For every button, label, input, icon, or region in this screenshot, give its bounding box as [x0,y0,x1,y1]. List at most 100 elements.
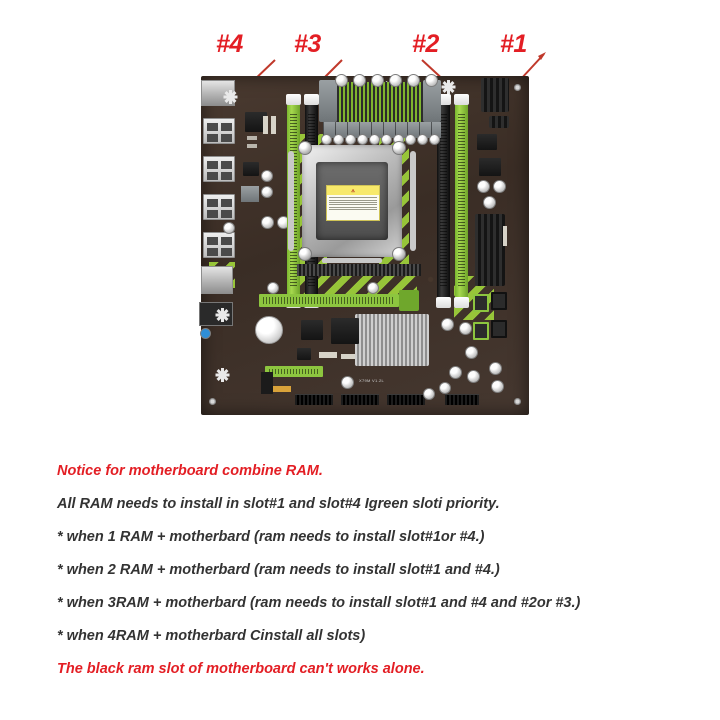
notice-line: The black ram slot of motherboard can't … [57,661,425,677]
atx-24pin-connector[interactable] [481,78,509,112]
usb-header[interactable] [341,394,379,405]
socket-lever-left[interactable] [288,151,294,251]
vrm-heatsink [337,82,423,122]
smd-array [341,354,355,359]
capacitor [477,180,490,193]
socket-warning-sticker: ⚠ [326,185,380,221]
ram-clip[interactable] [436,94,451,105]
io-usb-port [203,156,235,182]
smd-resistor [247,144,257,148]
capacitor [459,322,472,335]
choke [321,134,332,145]
audio-jack [200,328,211,339]
choke [417,134,428,145]
mount-hole [209,398,216,405]
front-panel-header[interactable] [295,394,333,405]
pin-header-row [297,264,421,276]
socket-screw [392,141,406,155]
capacitor [261,216,274,229]
capacitor [483,196,496,209]
smd-array [319,352,337,358]
ram-clip[interactable] [286,94,301,105]
smd-array [503,226,507,246]
choke [389,74,402,87]
choke [335,74,348,87]
socket-screw [392,247,406,261]
chipset-heatsink [355,314,429,366]
sata-port-black[interactable] [491,292,507,310]
ram-clip[interactable] [436,297,451,308]
callout-label-4: #4 [216,30,243,58]
choke [407,74,420,87]
sata-port-black[interactable] [491,320,507,338]
callout-label-2: #2 [412,30,439,58]
io-usb-port [203,194,235,220]
bios-chip [301,320,323,340]
choke [353,74,366,87]
socket-retention-bar [322,258,382,263]
capacitor [465,346,478,359]
choke [429,134,440,145]
choke [381,134,392,145]
smd-array [271,116,276,134]
io-usb-port [203,118,235,144]
callout-label-1: #1 [500,30,527,58]
socket-lever-right[interactable] [410,151,416,251]
capacitor [493,180,506,193]
choke [345,134,356,145]
notice-line: * when 1 RAM + motherbard (ram needs to … [57,529,485,545]
chipset-ic [331,318,359,344]
small-ic [243,162,259,176]
capacitor [341,376,354,389]
atx-aux-connector[interactable] [489,116,509,128]
fan-header-silk-icon [223,90,237,104]
notice-line: * when 3RAM + motherbard (ram needs to i… [57,595,581,611]
choke [357,134,368,145]
ram-clip[interactable] [304,94,319,105]
choke [371,74,384,87]
io-controller-chip [245,112,267,132]
capacitor [267,282,279,294]
cpu-socket-lga2011: ⚠ [288,141,416,263]
sata-port-green[interactable] [473,294,489,312]
usb-header[interactable] [387,394,425,405]
warning-triangle-icon: ⚠ [351,187,355,193]
capacitor [223,222,235,234]
sata-port-green[interactable] [473,322,489,340]
io-usb-port [203,232,235,258]
ram-clip[interactable] [454,297,469,308]
pcie-x1-slot[interactable] [265,366,323,377]
callout-arrow-1 [519,52,546,81]
notice-line: * when 4RAM + motherbard Cinstall all sl… [57,628,366,644]
capacitor [439,382,451,394]
super-io-chip [477,134,497,150]
ram-clip[interactable] [454,94,469,105]
speaker-header[interactable] [261,372,273,394]
motherboard-image: ⚠ [199,74,529,415]
front-audio-header[interactable] [445,394,479,405]
jumper-block[interactable] [271,386,291,392]
capacitor [449,366,462,379]
small-module [241,186,259,202]
capacitor [261,170,273,182]
fan-header-silk-icon [215,368,229,382]
capacitor [491,380,504,393]
mount-hole [514,398,521,405]
capacitor [441,318,454,331]
capacitor [367,282,379,294]
notice-line: Notice for motherboard combine RAM. [57,463,323,479]
pcie-x16-retention-clip[interactable] [399,290,419,311]
capacitor [467,370,480,383]
capacitor [423,388,435,400]
callout-label-3: #3 [294,30,321,58]
fan-header-silk-icon [441,80,455,94]
atx-24pin-main-connector[interactable] [475,214,505,286]
io-lan-port [201,266,233,294]
ram-slot-1[interactable] [454,94,469,308]
ram-slot-2[interactable] [436,94,451,308]
notice-line: All RAM needs to install in slot#1 and s… [57,496,500,512]
vrm-mosfet-block [319,80,337,122]
cmos-battery [255,316,283,344]
pcie-x16-slot[interactable] [259,294,399,307]
